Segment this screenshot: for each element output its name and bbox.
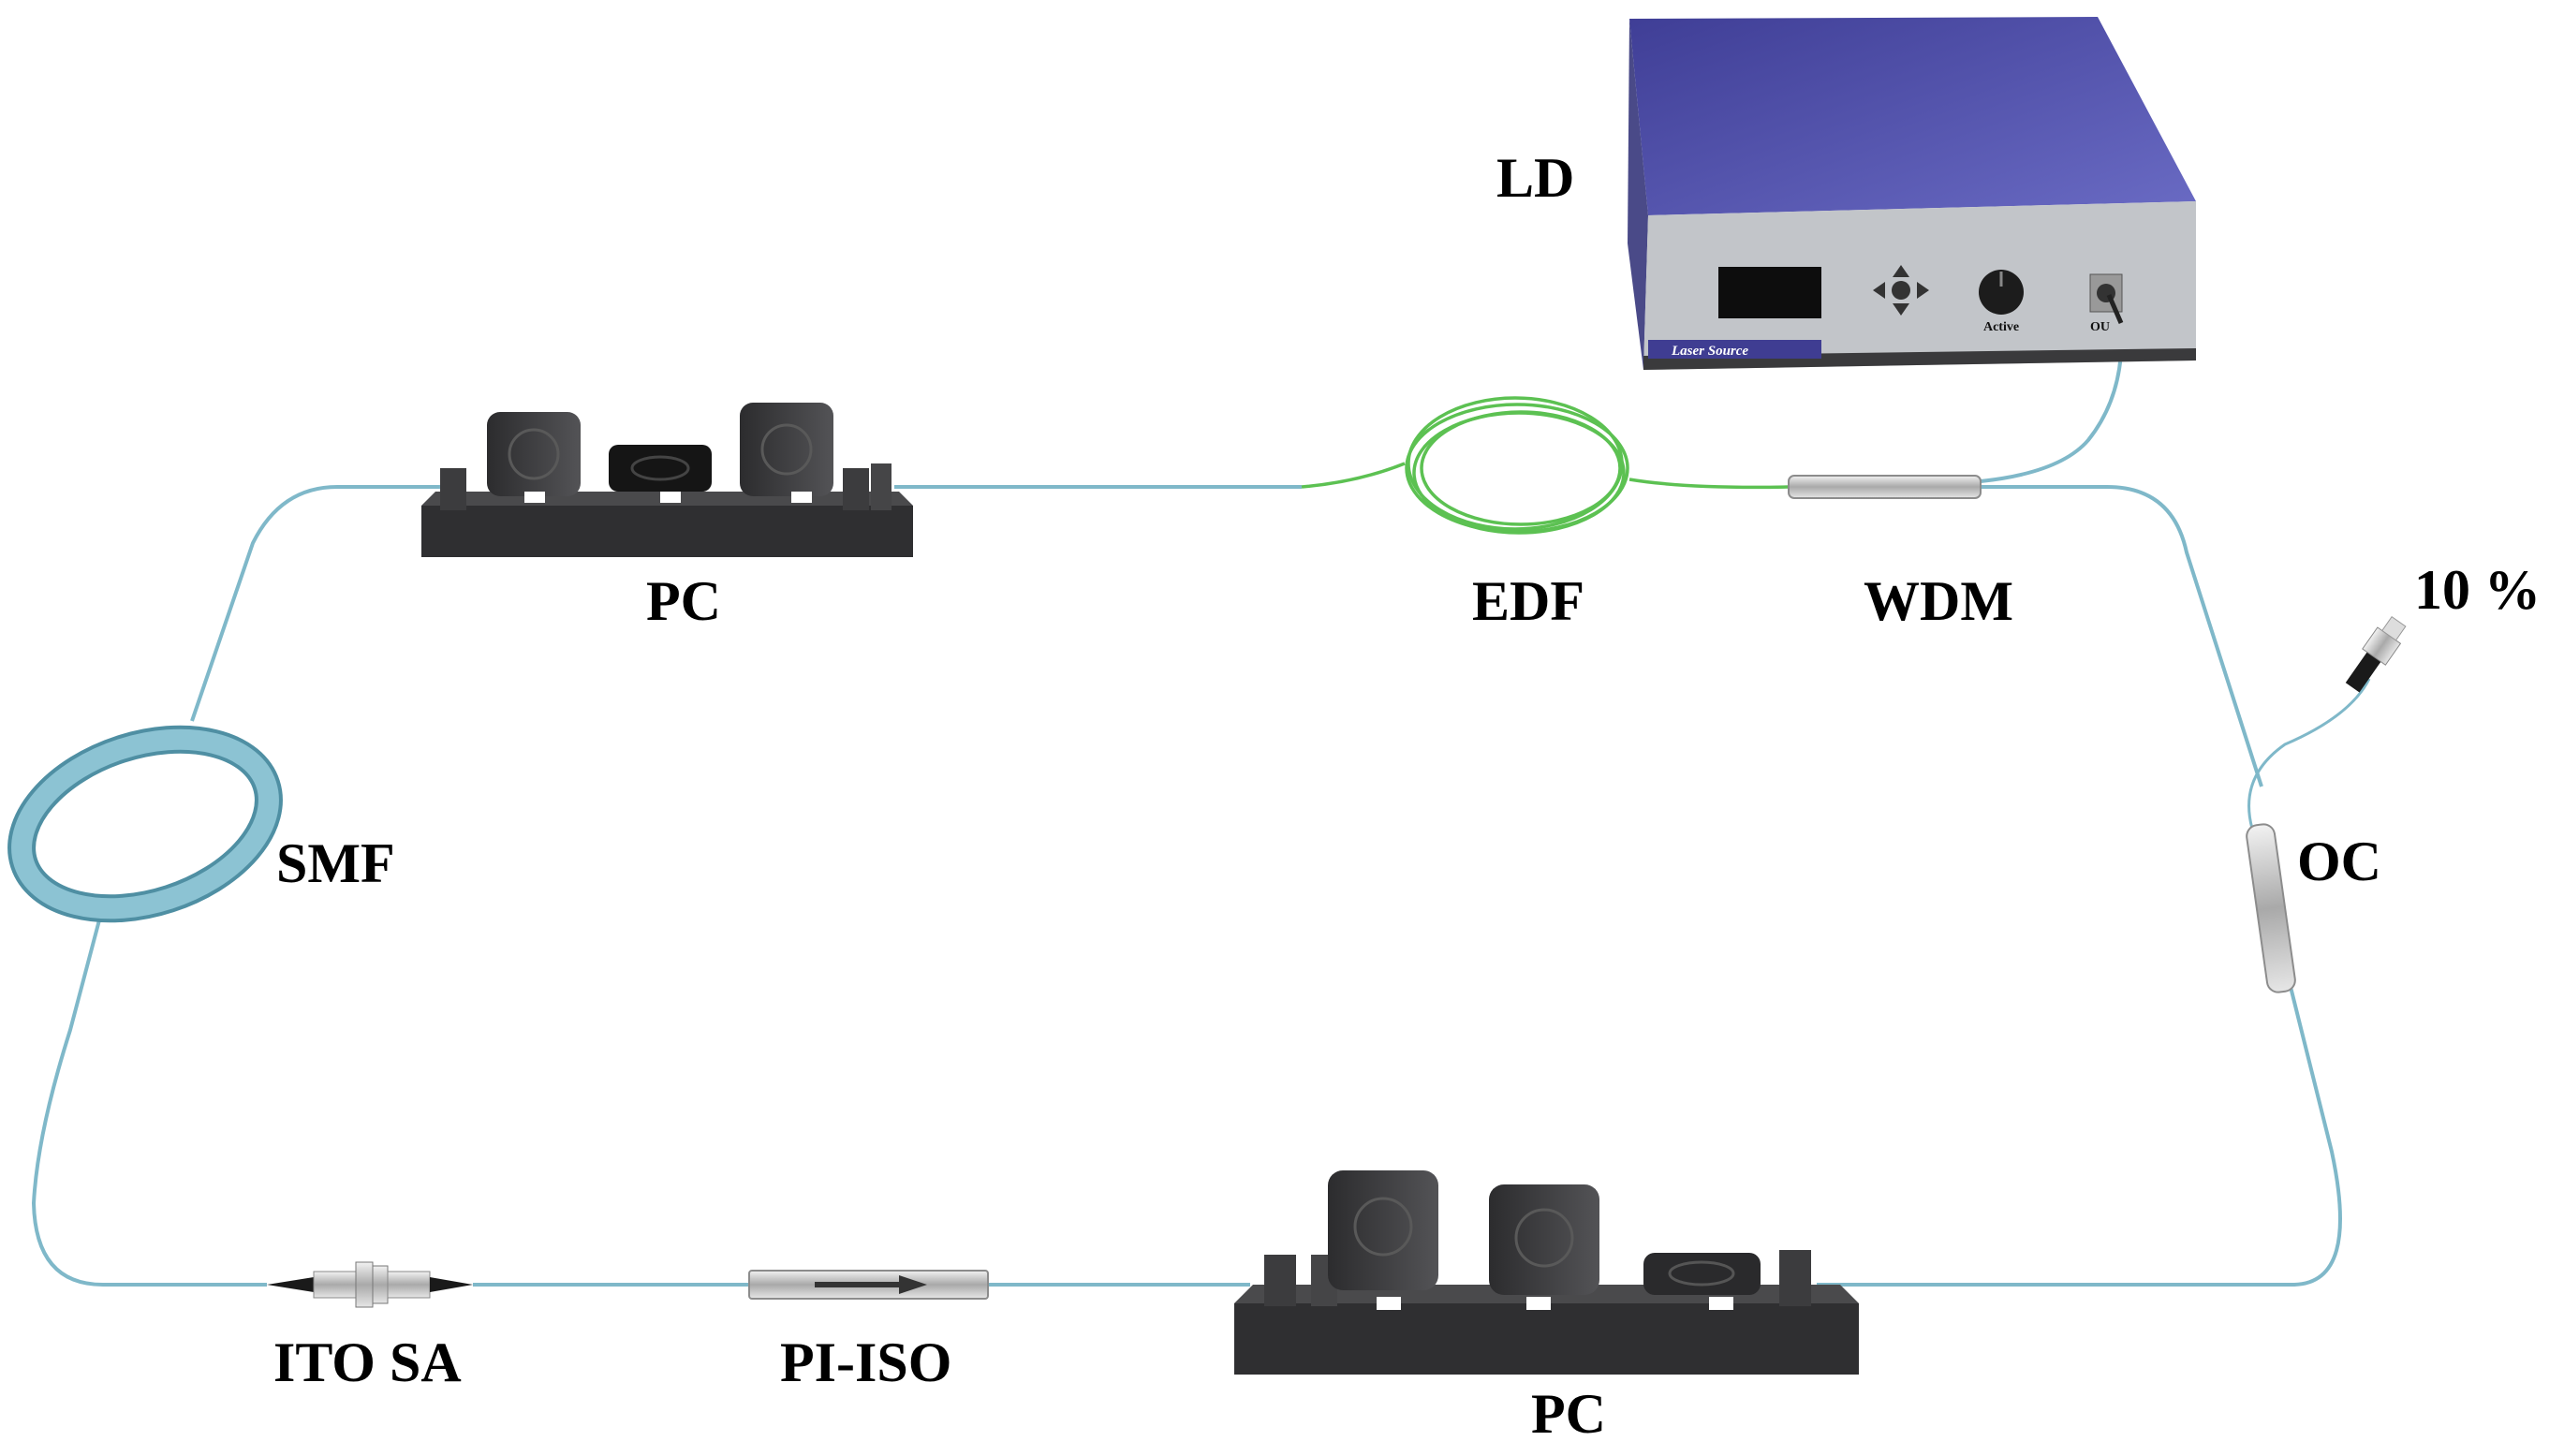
label-smf: SMF <box>276 832 395 894</box>
fiber-oc-down <box>1817 982 2342 1287</box>
output-port <box>2089 273 2124 324</box>
label-pi-iso: PI-ISO <box>780 1331 951 1393</box>
fiber-loop <box>31 322 2371 1287</box>
label-edf: EDF <box>1472 570 1584 632</box>
fiber-oc-tap <box>2247 678 2371 830</box>
arrow-keypad-icon <box>1873 265 1929 316</box>
fiber-ld-lead <box>1980 322 2124 483</box>
edf-coil <box>1301 396 1790 535</box>
laser-display <box>1718 267 1821 318</box>
fiber-sa-to-left <box>31 898 267 1287</box>
laser-brand-text: Laser Source <box>1671 344 1748 359</box>
pi-iso <box>748 1270 989 1300</box>
label-wdm: WDM <box>1864 570 2013 632</box>
knob-text: Active <box>1983 320 2019 334</box>
wdm-coupler <box>1788 475 1982 499</box>
label-oc: OC <box>2297 831 2381 892</box>
label-pc-top: PC <box>646 570 721 632</box>
smf-coil <box>7 725 283 923</box>
knob-icon <box>1979 270 2024 315</box>
fiber-wdm-right <box>1981 485 2263 787</box>
pc-top <box>421 403 913 557</box>
ito-sa-connector <box>267 1261 473 1308</box>
label-pc-bottom: PC <box>1531 1383 1606 1445</box>
isolator-arrow-icon <box>815 1275 927 1294</box>
label-ito-sa: ITO SA <box>273 1331 462 1393</box>
port-text: OU <box>2090 320 2110 334</box>
fiber-top-left <box>190 485 440 722</box>
pc-bottom <box>1234 1170 1859 1375</box>
laser-source: Laser Source Active OU <box>1628 17 2196 370</box>
oc-coupler <box>2246 823 2296 993</box>
label-ld: LD <box>1496 147 1574 209</box>
label-output-ratio: 10 % <box>2414 559 2541 621</box>
fiber-connector-icon <box>2345 616 2407 693</box>
